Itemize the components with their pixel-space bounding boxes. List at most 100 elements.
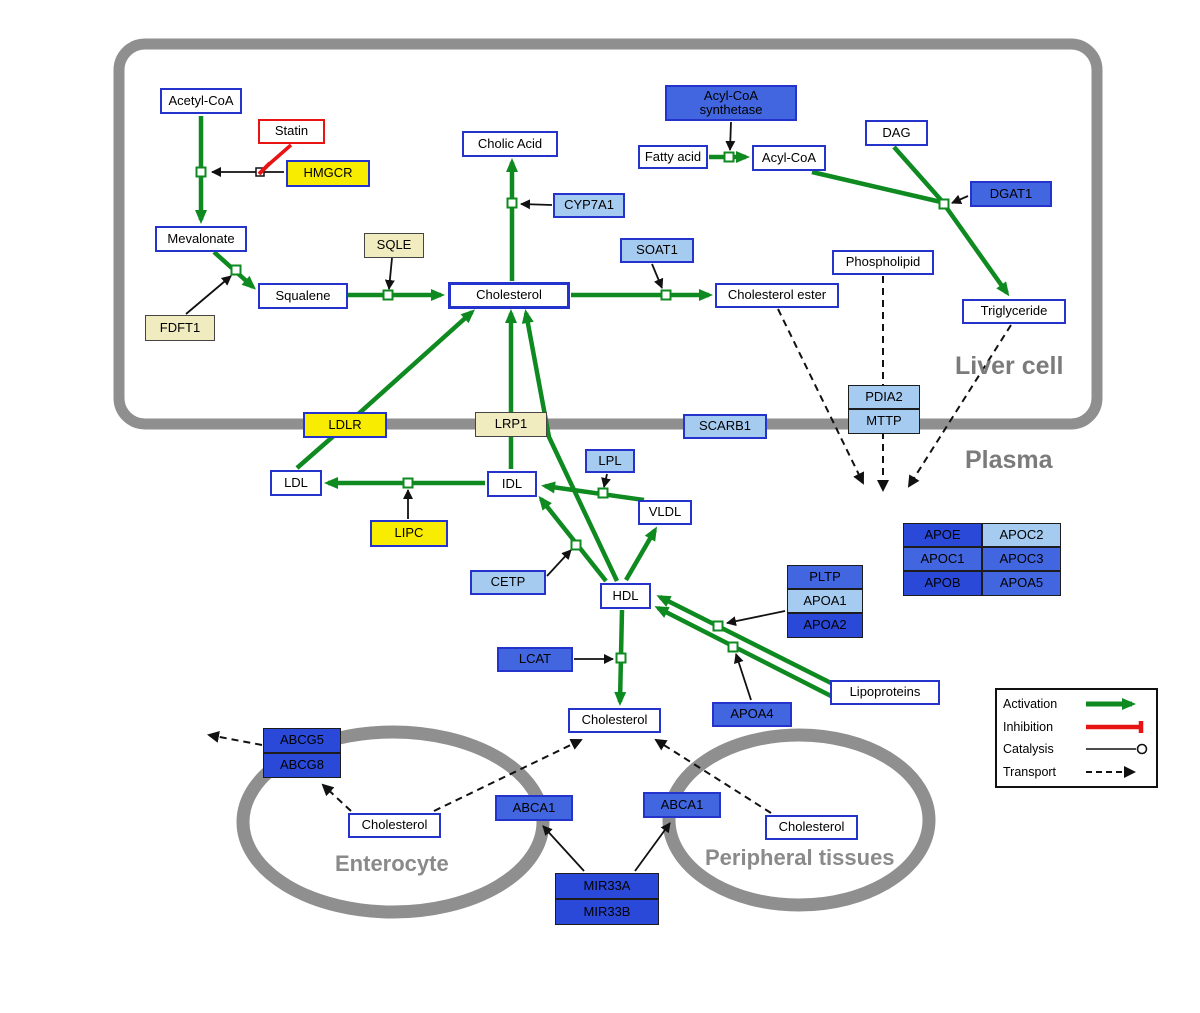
edge-acylcoa-junction: [811, 169, 942, 205]
node-fdft1[interactable]: FDFT1: [145, 315, 215, 341]
node-apoe[interactable]: APOE: [903, 523, 982, 547]
edge-hdl-liver-cholesterol: [521, 309, 620, 582]
liver-cell-label: Liver cell: [955, 352, 1064, 380]
node-fatty-acid[interactable]: Fatty acid: [638, 145, 708, 169]
node-sqle[interactable]: SQLE: [364, 233, 424, 258]
edge-mir33-abca1-enterocyte: [542, 825, 585, 872]
edge-statin-inhibition: [265, 143, 293, 168]
enterocyte-membrane: [236, 725, 550, 919]
node-cholesterol-liver[interactable]: Cholesterol: [448, 282, 570, 309]
edge-lipoproteins-hdl-1: [656, 594, 835, 687]
edge-ldl-ldlr-cholesterol: [295, 309, 475, 470]
edge-dag-junction: [892, 145, 943, 202]
edge-soat1-catalysis: [651, 263, 664, 289]
reaction-node: [382, 289, 394, 301]
edge-cetp-catalysis: [546, 549, 572, 577]
reaction-node: [615, 652, 627, 664]
node-lipoproteins[interactable]: Lipoproteins: [830, 680, 940, 705]
node-abca1-peri[interactable]: ABCA1: [643, 792, 721, 818]
compartment-shapes: [113, 38, 1103, 919]
edge-lpl-catalysis: [601, 473, 611, 488]
node-dgat1[interactable]: DGAT1: [970, 181, 1052, 207]
node-scarb1[interactable]: SCARB1: [683, 414, 767, 439]
node-apoc2[interactable]: APOC2: [982, 523, 1061, 547]
node-abca1-entero[interactable]: ABCA1: [495, 795, 573, 821]
node-mevalonate[interactable]: Mevalonate: [155, 226, 247, 252]
legend-row-catalysis: Catalysis: [1003, 741, 1150, 757]
node-lrp1[interactable]: LRP1: [475, 412, 547, 437]
reaction-nodes: [195, 151, 950, 664]
node-phospholipid[interactable]: Phospholipid: [832, 250, 934, 275]
node-dag[interactable]: DAG: [865, 120, 928, 146]
legend: Activation Inhibition Catalysis Transpor…: [995, 688, 1158, 788]
node-cetp[interactable]: CETP: [470, 570, 546, 595]
node-lcat[interactable]: LCAT: [497, 647, 573, 672]
reaction-node: [712, 620, 724, 632]
node-hmgcr[interactable]: HMGCR: [286, 160, 370, 187]
edge-hdl-vldl: [624, 526, 658, 582]
node-idl[interactable]: IDL: [487, 471, 537, 497]
node-cyp7a1[interactable]: CYP7A1: [553, 193, 625, 218]
node-soat1[interactable]: SOAT1: [620, 238, 694, 263]
legend-row-transport: Transport: [1003, 764, 1150, 780]
node-apob[interactable]: APOB: [903, 571, 982, 596]
node-apoc3[interactable]: APOC3: [982, 547, 1061, 571]
node-vldl[interactable]: VLDL: [638, 500, 692, 525]
node-ldl[interactable]: LDL: [270, 470, 322, 496]
edge-cholesterolester-to-plasma: [777, 308, 865, 485]
reaction-node: [570, 539, 582, 551]
transport-dashed-arrow-icon: [1086, 765, 1136, 778]
node-apoa5[interactable]: APOA5: [982, 571, 1061, 596]
node-hdl[interactable]: HDL: [600, 583, 651, 609]
legend-activation-label: Activation: [1003, 697, 1058, 712]
node-apoc1[interactable]: APOC1: [903, 547, 982, 571]
edge-dgat1-catalysis: [951, 194, 969, 204]
statin-inhibition-tbar: [257, 161, 272, 176]
legend-transport-label: Transport: [1003, 764, 1057, 779]
node-abcg8[interactable]: ABCG8: [263, 753, 341, 778]
node-triglyceride[interactable]: Triglyceride: [962, 299, 1066, 324]
reaction-node: [727, 641, 739, 653]
node-cholesterol-plasma[interactable]: Cholesterol: [568, 708, 661, 733]
edge-enterocyte-cholesterol-efflux: [433, 738, 583, 812]
node-squalene[interactable]: Squalene: [258, 283, 348, 309]
node-lipc[interactable]: LIPC: [370, 520, 448, 547]
edge-vldl-idl: [541, 481, 645, 503]
catalysis-circle-icon: [1086, 743, 1148, 755]
edge-mir33-abca1-peripheral: [634, 822, 671, 872]
node-lpl[interactable]: LPL: [585, 449, 635, 473]
node-mir33b[interactable]: MIR33B: [555, 899, 659, 925]
node-mir33a[interactable]: MIR33A: [555, 873, 659, 899]
edge-lipoproteins-hdl-2: [654, 605, 835, 700]
node-acyl-coa-synthetase[interactable]: Acyl-CoA synthetase: [665, 85, 797, 121]
node-ldlr[interactable]: LDLR: [303, 412, 387, 438]
edge-triglyceride-to-plasma: [907, 324, 1012, 488]
edge-sqle-catalysis: [384, 257, 395, 290]
activation-arrow-icon: [1086, 698, 1136, 711]
node-mttp[interactable]: MTTP: [848, 409, 920, 434]
reaction-node: [938, 198, 950, 210]
node-apoa4[interactable]: APOA4: [712, 702, 792, 727]
node-acyl-coa[interactable]: Acyl-CoA: [752, 145, 826, 171]
reaction-node: [723, 151, 735, 163]
edge-fdft1-catalysis: [185, 275, 232, 315]
node-apoa1[interactable]: APOA1: [787, 589, 863, 613]
node-cholic-acid[interactable]: Cholic Acid: [462, 131, 558, 157]
edge-peripheral-cholesterol-efflux: [654, 738, 772, 814]
node-cholesterol-ester[interactable]: Cholesterol ester: [715, 283, 839, 308]
node-statin[interactable]: Statin: [258, 119, 325, 144]
edge-cholesterol-to-abcg5g8: [321, 783, 352, 812]
node-pltp[interactable]: PLTP: [787, 565, 863, 589]
node-cholesterol-entero[interactable]: Cholesterol: [348, 813, 441, 838]
node-acetyl-coa[interactable]: Acetyl-CoA: [160, 88, 242, 114]
edge-acylcoasynthetase-catalysis: [725, 121, 736, 151]
node-abcg5[interactable]: ABCG5: [263, 728, 341, 753]
transport-edges: [207, 276, 1012, 814]
node-cholesterol-peri[interactable]: Cholesterol: [765, 815, 858, 840]
peripheral-tissues-membrane: [662, 728, 936, 912]
node-pdia2[interactable]: PDIA2: [848, 385, 920, 409]
enterocyte-label: Enterocyte: [335, 851, 449, 876]
node-apoa2[interactable]: APOA2: [787, 613, 863, 638]
